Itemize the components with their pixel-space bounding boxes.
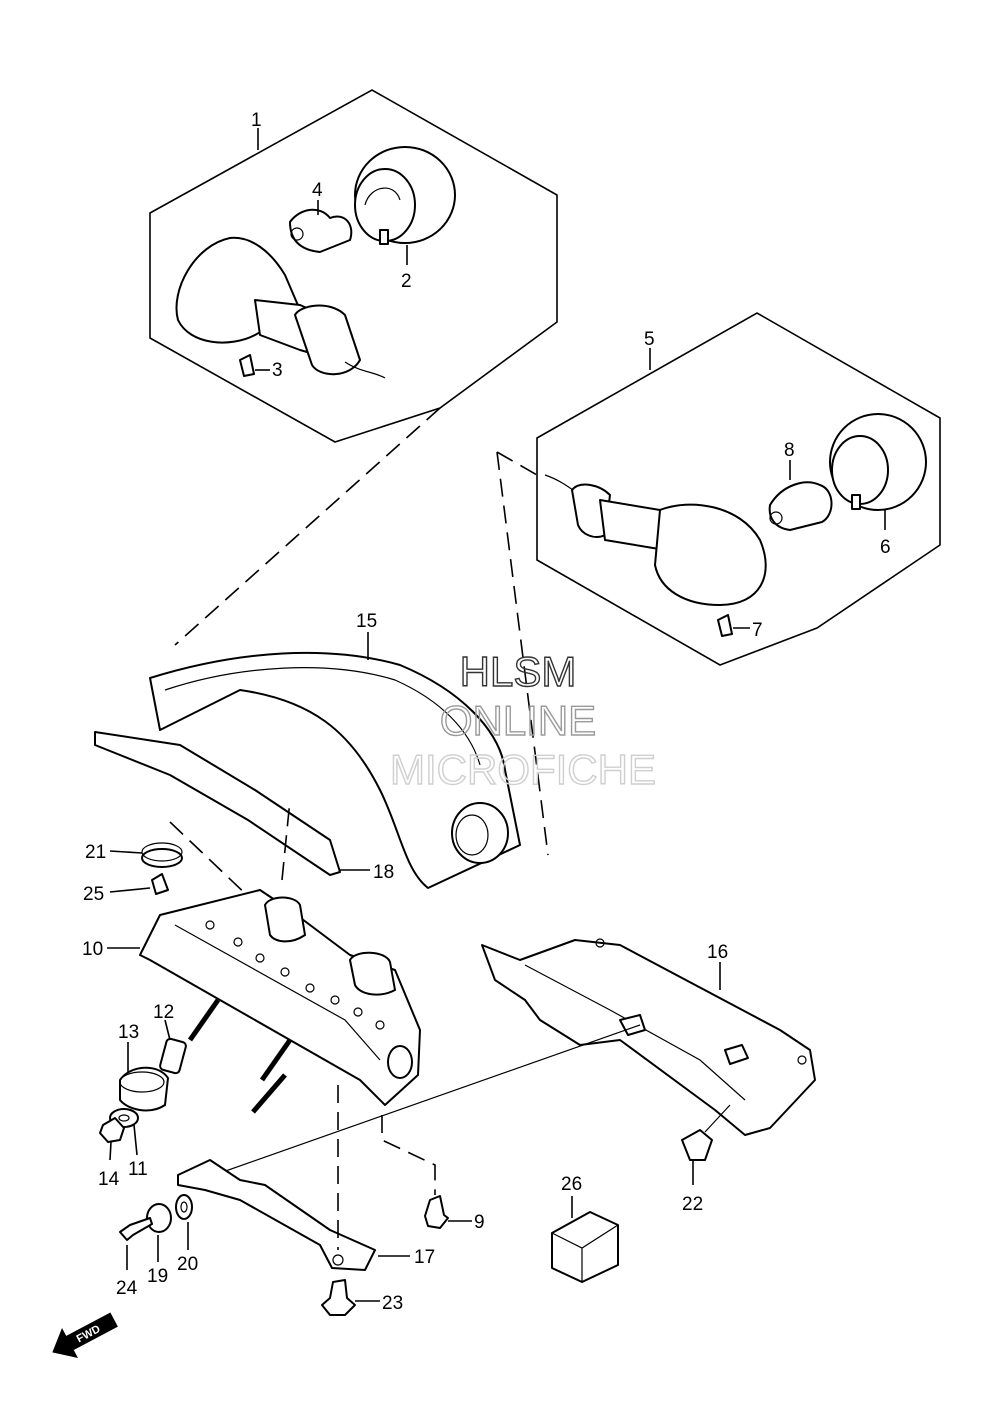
- grommet-21: 21: [85, 842, 183, 868]
- callout-3: 3: [272, 360, 283, 381]
- callout-25: 25: [83, 884, 104, 905]
- fwd-arrow-icon: FWD: [52, 1312, 118, 1358]
- rear-fender-cover-15: 15: [149, 611, 521, 889]
- callout-4: 4: [312, 180, 323, 201]
- clip-22: 22: [681, 1104, 731, 1215]
- watermark-line-2: ONLINE: [440, 697, 596, 744]
- callout-24: 24: [116, 1278, 138, 1299]
- nut-14: 14: [98, 1117, 125, 1190]
- leader-assembly-1: [174, 407, 441, 646]
- callout-6: 6: [880, 537, 891, 558]
- callout-5: 5: [644, 329, 655, 350]
- watermark: HLSM ONLINE MICROFICHE: [389, 647, 656, 793]
- screw-7: [717, 614, 733, 637]
- callout-21: 21: [85, 842, 106, 863]
- turn-signal-assembly-left: 1 2 3 4: [149, 89, 558, 443]
- washer-11: 11: [109, 1108, 148, 1180]
- callout-14: 14: [98, 1169, 120, 1190]
- callout-2: 2: [401, 271, 412, 292]
- leader-assembly-5: [496, 451, 549, 856]
- callout-12: 12: [153, 1002, 174, 1023]
- callout-11: 11: [128, 1159, 148, 1180]
- watermark-line-3: MICROFICHE: [390, 746, 656, 793]
- turn-signal-assembly-right: 5 6 7 8: [536, 312, 941, 666]
- stem-5: [599, 499, 666, 551]
- license-bracket-10: 10: [82, 889, 421, 1106]
- bolt-9: 9: [424, 1195, 485, 1233]
- socket-1: [294, 304, 361, 376]
- bulb-8: [768, 481, 833, 531]
- callout-7: 7: [752, 620, 763, 641]
- wire-1: [344, 361, 386, 379]
- screw-25: 25: [83, 873, 169, 905]
- assembly-1-frame: [149, 89, 558, 443]
- callout-26: 26: [561, 1174, 582, 1195]
- washer-20: 20: [175, 1194, 198, 1275]
- callout-20: 20: [177, 1254, 198, 1275]
- lens-5: [654, 503, 767, 606]
- callout-22: 22: [682, 1194, 703, 1215]
- callout-9: 9: [474, 1212, 485, 1233]
- callout-18: 18: [373, 862, 394, 883]
- grommet-13: 13: [118, 1022, 169, 1112]
- callout-15: 15: [356, 611, 377, 632]
- callout-1: 1: [251, 110, 262, 131]
- leader-16-17: [199, 1024, 641, 1181]
- collar-12: 12: [153, 1002, 187, 1075]
- callout-10: 10: [82, 939, 103, 960]
- callout-23: 23: [382, 1293, 403, 1314]
- relay-26: 26: [551, 1174, 619, 1283]
- flange-nut-23: 23: [321, 1279, 403, 1316]
- watermark-line-1: HLSM: [460, 648, 577, 695]
- callout-19: 19: [147, 1266, 168, 1287]
- collar-19: 19: [146, 1203, 172, 1287]
- screw-24: 24: [116, 1217, 153, 1299]
- reflector-strip-18: 18: [94, 731, 394, 883]
- callout-17: 17: [414, 1247, 435, 1268]
- bulb-4: [289, 208, 353, 253]
- assembly-5-frame: [536, 312, 941, 666]
- callout-8: 8: [784, 440, 795, 461]
- plate-17: 17: [177, 1159, 435, 1271]
- studs: [187, 998, 293, 1114]
- bracket-16: 16: [481, 938, 816, 1136]
- callout-13: 13: [118, 1022, 139, 1043]
- screw-3: [239, 354, 255, 377]
- callout-16: 16: [707, 942, 728, 963]
